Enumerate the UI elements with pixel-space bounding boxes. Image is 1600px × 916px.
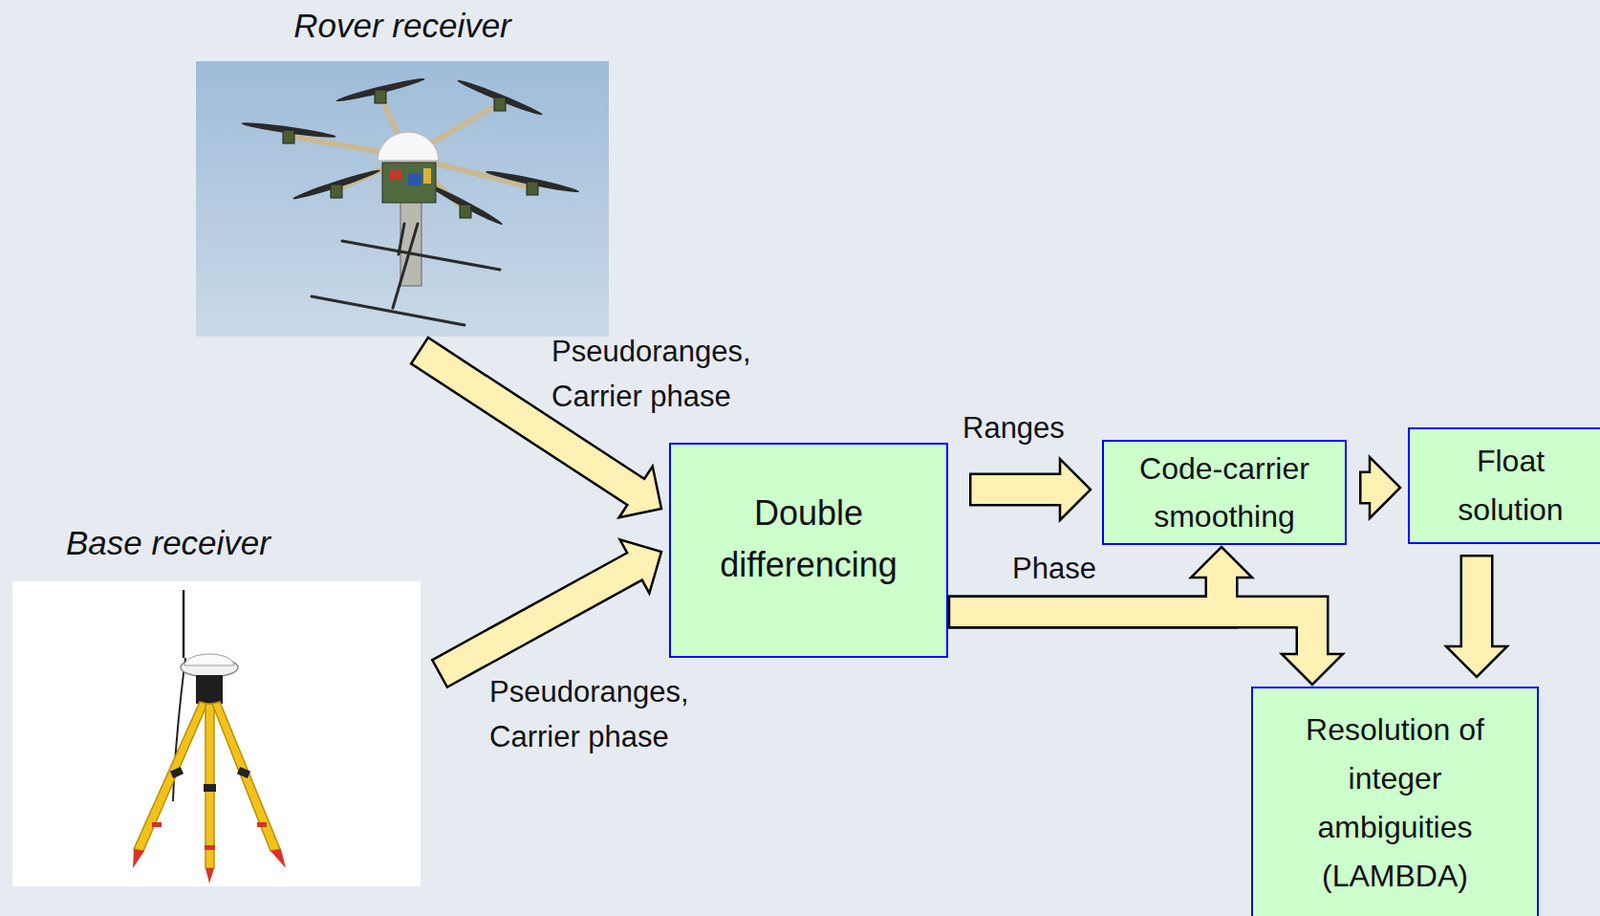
antenna xyxy=(182,589,186,658)
drone-photo xyxy=(195,61,609,337)
gear-strut xyxy=(398,223,405,255)
block-arrow-head xyxy=(1281,653,1343,685)
edge-label: Ranges xyxy=(962,405,1065,451)
motor xyxy=(494,97,506,111)
sky-background xyxy=(195,61,609,337)
drone-electronics xyxy=(382,162,436,203)
tripod-legs xyxy=(133,701,281,868)
motor xyxy=(282,129,295,144)
leg-clamp xyxy=(170,766,184,779)
block-arrow-outline xyxy=(418,349,639,494)
tripod-head xyxy=(195,674,223,704)
drone-chip xyxy=(408,173,422,186)
box-label: Float solution xyxy=(1439,436,1583,535)
block-arrow-body xyxy=(420,350,639,494)
leg-clamp xyxy=(237,766,251,779)
gear-bar xyxy=(311,296,465,325)
leg-clamp xyxy=(203,783,217,792)
block-arrow-head xyxy=(1059,458,1091,520)
tripod-foot xyxy=(205,867,215,884)
block-arrow-outline xyxy=(1359,471,1373,505)
tripod-leg xyxy=(212,701,281,851)
drone-chip xyxy=(389,170,402,180)
edge-label: Phase xyxy=(1012,545,1097,591)
leg-clamps xyxy=(170,766,251,792)
tripod-photo xyxy=(12,581,421,887)
box-label: Double differencing xyxy=(683,487,934,591)
gear-strut xyxy=(392,223,418,308)
photo-heading: Base receiver xyxy=(65,522,271,563)
receiver-photo-frame: Base receiver xyxy=(12,581,421,887)
propeller xyxy=(484,168,580,195)
propeller xyxy=(427,181,505,227)
block-arrow-head xyxy=(1190,546,1253,578)
tripod-leg xyxy=(133,701,208,851)
drone-arm xyxy=(408,156,533,188)
block-arrow-body xyxy=(972,475,1064,504)
photo-background xyxy=(12,581,421,887)
propeller xyxy=(291,167,381,202)
process-box: Code-carrier smoothing xyxy=(1102,439,1347,545)
box-label: Code-carrier smoothing xyxy=(1113,444,1336,541)
block-arrow-body xyxy=(951,611,1314,657)
foot-peg xyxy=(257,821,267,827)
block-arrow-outline xyxy=(969,473,1063,507)
tripod-foot xyxy=(270,848,286,868)
block-arrow-outline xyxy=(438,564,638,674)
gear-bar xyxy=(342,240,500,270)
block-arrow-head xyxy=(1369,456,1401,519)
edge-label: Pseudoranges, Carrier phase xyxy=(489,669,712,759)
drone-motors xyxy=(282,89,539,218)
foot-peg xyxy=(151,821,162,827)
propeller xyxy=(455,77,544,118)
motor xyxy=(330,184,343,198)
receiver-dome xyxy=(184,653,235,666)
foot-peg xyxy=(204,844,216,850)
block-arrow-head xyxy=(1446,646,1508,677)
block-arrow-body xyxy=(1362,473,1374,502)
landing-gear xyxy=(311,223,500,325)
block-arrow-outline xyxy=(948,611,1313,657)
block-arrow-body xyxy=(440,564,637,673)
process-box: Double differencing xyxy=(669,442,949,658)
drone-chip xyxy=(423,168,432,184)
propeller xyxy=(335,75,427,105)
motor xyxy=(374,89,387,104)
process-box: Resolution of integer ambiguities (LAMBD… xyxy=(1251,686,1539,916)
photo-heading: Rover receiver xyxy=(195,5,609,46)
motor xyxy=(459,204,472,218)
motor xyxy=(526,181,539,195)
block-arrow-body xyxy=(1462,557,1492,650)
tripod-foot xyxy=(132,848,145,868)
receiver-photo-frame: Rover receiver xyxy=(195,61,609,337)
drone-arms xyxy=(288,95,533,211)
process-box: Float solution xyxy=(1407,427,1600,544)
drone-dome xyxy=(377,131,439,161)
tripod-feet xyxy=(132,821,286,884)
block-arrow-outline xyxy=(1460,554,1494,649)
edge-label: Pseudoranges, Carrier phase xyxy=(551,328,774,419)
box-label: Resolution of integer ambiguities (LAMBD… xyxy=(1279,705,1512,901)
